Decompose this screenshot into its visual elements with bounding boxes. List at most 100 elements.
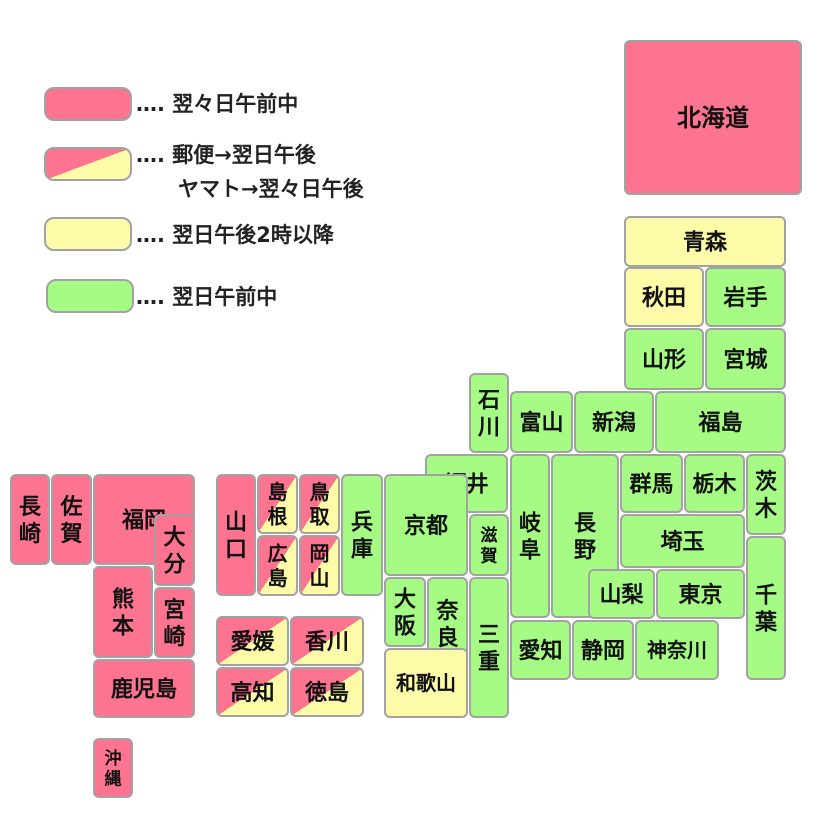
prefecture-tile [469, 514, 509, 576]
legend-item-next-day-afternoon: …. 翌日午後2時以降 [44, 217, 335, 251]
prefecture-name: 茨木 [754, 470, 778, 522]
prefecture-tile [93, 738, 133, 798]
prefecture-name: 北海道 [677, 104, 749, 132]
prefecture-name: 東京 [678, 582, 722, 608]
prefecture-tile [620, 454, 683, 513]
prefecture-ehime: 愛媛 [216, 616, 289, 666]
prefecture-tile [588, 569, 655, 619]
prefecture-name: 山梨 [599, 583, 643, 608]
prefecture-name: 岐阜 [519, 512, 542, 564]
prefecture-tile [620, 514, 745, 568]
prefecture-tile [510, 620, 571, 680]
prefecture-hiroshima: 広島 [257, 535, 298, 596]
prefecture-name: 岡山 [310, 542, 330, 590]
prefecture-name: 徳島 [304, 680, 349, 706]
prefecture-tile [705, 267, 786, 327]
prefecture-miyazaki: 宮崎 [154, 587, 195, 658]
prefecture-kochi: 高知 [216, 667, 289, 717]
prefecture-tile [93, 659, 195, 718]
prefecture-yamagata: 山形 [624, 328, 704, 390]
legend-swatch [46, 279, 134, 313]
prefecture-yamanashi: 山梨 [588, 569, 655, 619]
prefecture-name: 滋賀 [480, 525, 498, 567]
prefecture-tile [290, 667, 364, 717]
prefecture-tile [574, 391, 654, 453]
prefecture-tile [469, 373, 509, 453]
legend-item-next-day-morning: …. 翌日午前中 [46, 279, 277, 313]
prefecture-iwate: 岩手 [705, 267, 786, 327]
prefecture-okayama: 岡山 [299, 535, 340, 596]
prefecture-map: 北海道青森秋田岩手山形宮城新潟福島石川富山福井岐阜長野群馬栃木茨木埼玉千葉山梨東… [10, 40, 802, 798]
prefecture-tile [341, 474, 383, 596]
prefecture-tile [299, 535, 340, 596]
prefecture-name: 埼玉 [660, 530, 704, 555]
prefecture-tile [705, 328, 786, 390]
prefecture-name: 愛媛 [230, 629, 275, 655]
prefecture-okinawa: 沖縄 [93, 738, 133, 798]
prefecture-name: 兵庫 [351, 511, 373, 563]
prefecture-niigata: 新潟 [574, 391, 654, 453]
prefecture-name: 愛知 [518, 638, 562, 664]
prefecture-name: 栃木 [692, 472, 737, 497]
prefecture-name: 香川 [305, 630, 349, 655]
prefecture-tile [510, 391, 573, 453]
prefecture-tile [257, 535, 298, 596]
legend-label: ヤマト→翌々日午後 [178, 177, 365, 201]
prefecture-ishikawa: 石川 [469, 373, 509, 453]
prefecture-osaka: 大阪 [384, 577, 426, 647]
prefecture-name: 長崎 [19, 495, 42, 547]
prefecture-name: 奈良 [435, 598, 459, 651]
prefecture-name: 群馬 [629, 471, 673, 497]
prefecture-tile [572, 620, 634, 680]
prefecture-fukushima: 福島 [655, 391, 786, 453]
prefecture-yamaguchi: 山口 [216, 474, 256, 596]
prefecture-name: 千葉 [754, 584, 778, 636]
prefecture-tile [257, 474, 298, 534]
prefecture-tochigi: 栃木 [684, 454, 745, 513]
prefecture-tile [510, 454, 550, 618]
prefecture-gifu: 岐阜 [510, 454, 550, 618]
prefecture-name: 神奈川 [647, 638, 707, 662]
prefecture-nara: 奈良 [427, 577, 468, 670]
prefecture-tile [10, 474, 50, 565]
prefecture-gunma: 群馬 [620, 454, 683, 513]
prefecture-tile [216, 616, 289, 666]
prefecture-name: 石川 [477, 389, 500, 441]
legend-label: …. 翌々日午前中 [136, 92, 298, 116]
prefecture-tile [51, 474, 92, 565]
prefecture-akita: 秋田 [624, 267, 704, 327]
prefecture-tile [656, 569, 745, 619]
prefecture-kumamoto: 熊本 [93, 566, 153, 658]
prefecture-tile [216, 474, 256, 596]
prefecture-tile [384, 577, 426, 647]
prefecture-shimane: 島根 [257, 474, 298, 534]
prefecture-aomori: 青森 [624, 216, 786, 267]
prefecture-tokushima: 徳島 [290, 667, 364, 717]
prefecture-oita: 大分 [154, 514, 195, 586]
prefecture-name: 和歌山 [396, 671, 456, 695]
legend-label: …. 翌日午後2時以降 [136, 223, 335, 247]
prefecture-tile [655, 391, 786, 453]
prefecture-aichi: 愛知 [510, 620, 571, 680]
prefecture-kagoshima: 鹿児島 [93, 659, 195, 718]
legend-swatch [44, 87, 132, 121]
legend-swatch [44, 217, 132, 251]
prefecture-name: 鳥取 [310, 480, 330, 528]
prefecture-tile [746, 536, 786, 680]
prefecture-chiba: 千葉 [746, 536, 786, 680]
prefecture-name: 新潟 [592, 410, 636, 436]
prefecture-name: 熊本 [112, 587, 134, 640]
prefecture-tokyo: 東京 [656, 569, 745, 619]
legend-label: …. 郵便→翌日午後 [136, 143, 317, 167]
prefecture-name: 鹿児島 [111, 676, 177, 702]
prefecture-tile [469, 577, 509, 718]
prefecture-name: 福島 [697, 410, 742, 436]
prefecture-tile [154, 587, 195, 658]
prefecture-name: 京都 [404, 513, 448, 539]
prefecture-kyoto: 京都 [384, 474, 468, 576]
prefecture-name: 大阪 [394, 588, 416, 640]
prefecture-name: 青森 [683, 229, 728, 255]
prefecture-hyogo: 兵庫 [341, 474, 383, 596]
